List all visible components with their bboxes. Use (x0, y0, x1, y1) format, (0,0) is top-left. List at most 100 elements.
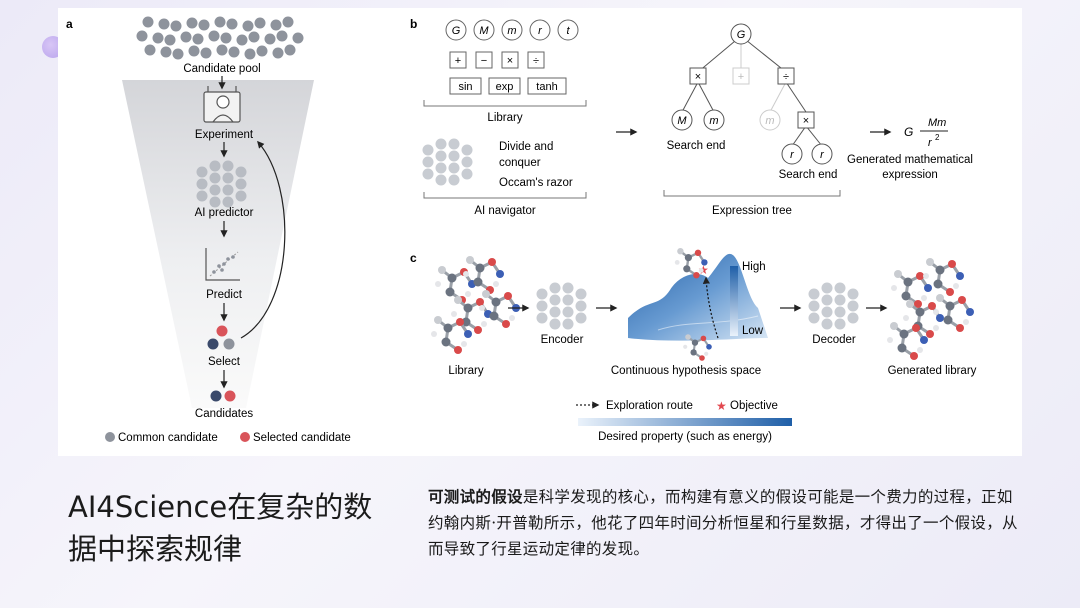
symbol-m: m (507, 25, 516, 37)
pool-dot (158, 18, 170, 30)
function-box (488, 77, 521, 95)
symbol-circle (473, 19, 495, 41)
operator-box (449, 51, 467, 69)
tree-op-right: ÷ (783, 71, 789, 83)
predict-label: Predict (206, 289, 243, 301)
value-scale-bar (730, 266, 738, 336)
legend-selected-label: Selected candidate (253, 432, 351, 444)
predict-icon (205, 248, 240, 281)
operator-1: − (481, 55, 487, 67)
navigator-bracket (423, 192, 587, 199)
legend-common-dot (105, 432, 115, 442)
pool-dot (214, 16, 226, 28)
symbol-circle (557, 19, 579, 41)
select-label: Select (208, 356, 241, 368)
function-box (449, 77, 482, 95)
encoder-icon (536, 282, 587, 330)
symbol-circle (501, 19, 523, 41)
function-tanh: tanh (536, 81, 557, 93)
legend-common-label: Common candidate (118, 432, 218, 444)
expr-denominator: r (928, 137, 933, 149)
pool-dot (192, 33, 204, 45)
feedback-arrow (240, 140, 286, 339)
tree-bracket (663, 190, 841, 197)
pool-dot (170, 20, 182, 32)
operator-3: ÷ (533, 55, 539, 67)
tree-root: G (737, 29, 746, 41)
function-sin: sin (458, 81, 472, 93)
pool-dot (244, 48, 256, 60)
operator-box (527, 51, 545, 69)
ai-navigator-icon (422, 138, 473, 186)
candidate-pool-label: Candidate pool (183, 63, 260, 75)
pool-dot (144, 44, 156, 56)
pool-dot (272, 47, 284, 59)
desired-property-bar (578, 418, 792, 426)
pool-dot (276, 30, 288, 42)
legend-selected-dot (240, 432, 250, 442)
pool-dot (198, 19, 210, 31)
body-bold-phrase: 可测试的假设 (428, 487, 523, 506)
library-functions: sin exp tanh (449, 77, 567, 95)
operator-0: + (455, 55, 461, 67)
library-bracket (423, 100, 587, 107)
pool-dot (160, 46, 172, 58)
pool-dot (248, 31, 260, 43)
encoder-label: Encoder (541, 334, 584, 346)
generated-library-label: Generated library (888, 365, 977, 377)
pool-dot (228, 46, 240, 58)
symbol-circle (529, 19, 551, 41)
decoder-icon (808, 282, 859, 330)
pool-dot (152, 32, 164, 44)
generated-expr-label-2: expression (882, 169, 938, 181)
tree-leaf-M: M (677, 115, 687, 127)
pool-dot (270, 19, 282, 31)
tree-op-left: × (695, 71, 701, 83)
function-box (527, 77, 567, 95)
pool-dot (208, 30, 220, 42)
expression-tree: G × + ÷ M m m × r r (671, 23, 833, 165)
pool-dot (142, 16, 154, 28)
desired-property-label: Desired property (such as energy) (598, 431, 772, 443)
expression-tree-label: Expression tree (712, 205, 792, 217)
funnel-shape (122, 80, 314, 408)
ai-navigator-label: AI navigator (474, 205, 536, 217)
pool-dot (236, 34, 248, 46)
symbol-t: t (566, 25, 570, 37)
expr-G: G (904, 125, 913, 139)
generated-expr-label-1: Generated mathematical (847, 154, 973, 166)
figure-panel: a Candidate pool Experiment AI predictor… (58, 8, 1022, 456)
pool-dot (188, 45, 200, 57)
tree-op-sub: × (803, 115, 809, 127)
select-dots (207, 325, 235, 350)
library-molecules (429, 254, 522, 356)
library-c-label: Library (448, 365, 483, 377)
pool-dot (180, 31, 192, 43)
pool-dot (284, 44, 296, 56)
pool-dot (164, 34, 176, 46)
pool-dot (282, 16, 294, 28)
conquer-label: conquer (499, 157, 541, 169)
library-operators: + − × ÷ (449, 51, 545, 69)
experiment-icon (203, 86, 241, 123)
panel-b-label: b (410, 17, 417, 31)
candidates-label: Candidates (195, 408, 253, 420)
figure-diagram: a Candidate pool Experiment AI predictor… (66, 16, 977, 444)
slide-title: AI4Science在复杂的数据中探索规律 (68, 490, 373, 566)
objective-label: Objective (730, 400, 778, 412)
function-exp: exp (496, 81, 514, 93)
pool-dot (256, 45, 268, 57)
search-end-1: Search end (667, 140, 726, 152)
pool-dot (242, 20, 254, 32)
pool-dot (254, 17, 266, 29)
scale-high-label: High (742, 261, 766, 273)
operator-2: × (507, 55, 513, 67)
pool-dot (220, 32, 232, 44)
candidate-pool-dots (136, 16, 304, 60)
panel-c-label: c (410, 251, 417, 265)
library-label: Library (487, 112, 522, 124)
expr-numerator: Mm (928, 117, 946, 129)
scale-low-label: Low (742, 325, 764, 337)
ai-predictor-label: AI predictor (195, 207, 254, 219)
